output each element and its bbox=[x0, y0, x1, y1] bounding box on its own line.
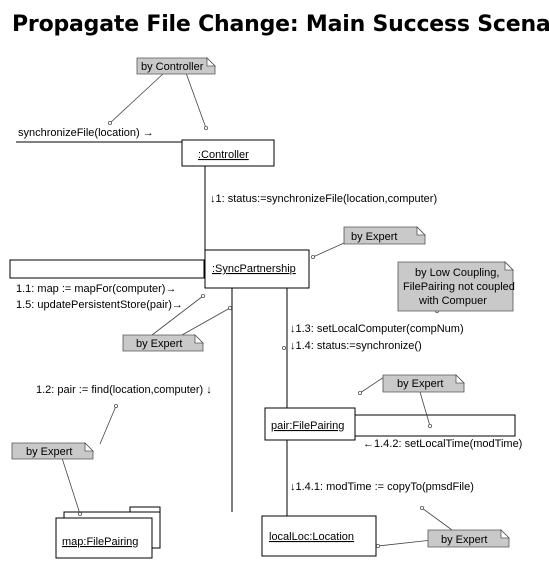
msg-1-3: ↓1.3: setLocalComputer(compNum) bbox=[290, 323, 464, 335]
msg-1-4-2: ←1.4.2: setLocalTime(modTime) bbox=[363, 438, 522, 450]
connector-expert-localloc-1 bbox=[421, 507, 453, 531]
note-by-expert-pair: by Expert bbox=[382, 374, 465, 393]
map-filepairing-label: map:FilePairing bbox=[62, 536, 138, 548]
syncpartnership-label: :SyncPartnership bbox=[212, 263, 296, 275]
dot-2 bbox=[203, 126, 208, 131]
dot-5 bbox=[227, 305, 232, 310]
pair-self-link bbox=[349, 414, 516, 437]
note-by-expert-left: by Expert bbox=[122, 334, 204, 352]
controller-object[interactable] bbox=[181, 139, 275, 167]
dot-4 bbox=[200, 293, 205, 298]
msg-1-4-1: ↓1.4.1: modTime := copyTo(pmsdFile) bbox=[290, 481, 474, 493]
msg-1-2: 1.2: pair := find(location,computer) ↓ bbox=[36, 384, 212, 396]
dot-6 bbox=[427, 423, 432, 428]
connector-by-controller-2 bbox=[185, 72, 207, 129]
dot-10 bbox=[419, 505, 424, 510]
note-by-expert-localloc-text: by Expert bbox=[441, 534, 487, 546]
connector-expert-localloc-2 bbox=[377, 539, 433, 547]
dot-12 bbox=[281, 345, 286, 350]
syncpartnership-self-link bbox=[9, 259, 205, 279]
note-by-expert-sync: by Expert bbox=[343, 226, 426, 245]
note-by-expert-localloc: by Expert bbox=[427, 529, 510, 548]
note-by-expert-pair-text: by Expert bbox=[397, 378, 443, 390]
pair-filepairing-label: pair:FilePairing bbox=[271, 420, 344, 432]
connector-expert-sync bbox=[312, 242, 345, 258]
controller-label: :Controller bbox=[198, 149, 249, 161]
connector-expert-left-1 bbox=[151, 295, 204, 336]
pair-filepairing-object[interactable] bbox=[264, 407, 356, 441]
connector-by-controller-1 bbox=[109, 72, 165, 124]
note-low-coupling-line-3: with Compuer bbox=[418, 295, 487, 307]
localloc-location-object[interactable] bbox=[261, 515, 377, 557]
note-by-expert-left-text: by Expert bbox=[136, 338, 182, 350]
note-by-expert-map: by Expert bbox=[11, 442, 94, 460]
localloc-location-label: localLoc:Location bbox=[269, 531, 354, 543]
msg-synchronize-file: synchronizeFile(location) → bbox=[18, 127, 154, 139]
dot-7 bbox=[357, 390, 362, 395]
note-low-coupling: by Low Coupling, FilePairing not coupled… bbox=[397, 261, 515, 312]
note-by-expert-map-text: by Expert bbox=[26, 446, 72, 458]
dot-11 bbox=[375, 544, 380, 549]
msg-1: ↓1: status:=synchronizeFile(location,com… bbox=[210, 193, 437, 205]
dot-9 bbox=[114, 403, 119, 408]
connector-expert-pair-2 bbox=[359, 374, 388, 394]
dot-3 bbox=[310, 254, 315, 259]
diagram-title: Propagate File Change: Main Success Scen… bbox=[12, 12, 549, 37]
note-low-coupling-line-2: FilePairing not coupled bbox=[403, 281, 515, 293]
map-filepairing-object[interactable] bbox=[55, 517, 153, 559]
connector-expert-left-2 bbox=[181, 307, 231, 336]
connector-expert-pair-1 bbox=[419, 391, 431, 427]
msg-1-1: 1.1: map := mapFor(computer)→ bbox=[16, 283, 176, 295]
note-low-coupling-line-1: by Low Coupling, bbox=[415, 267, 499, 279]
dot-8 bbox=[78, 512, 83, 517]
connector-expert-map-1 bbox=[61, 457, 81, 515]
msg-1-5: 1.5: updatePersistentStore(pair)→ bbox=[16, 299, 183, 311]
note-by-expert-sync-text: by Expert bbox=[351, 231, 397, 243]
dot-1 bbox=[108, 121, 113, 126]
note-by-controller-text: by Controller bbox=[141, 61, 204, 73]
note-by-controller: by Controller bbox=[136, 57, 216, 75]
syncpartnership-object[interactable] bbox=[204, 249, 310, 289]
connector-expert-map-2 bbox=[99, 405, 117, 445]
msg-1-4: ↓1.4: status:=synchronize() bbox=[290, 340, 422, 352]
